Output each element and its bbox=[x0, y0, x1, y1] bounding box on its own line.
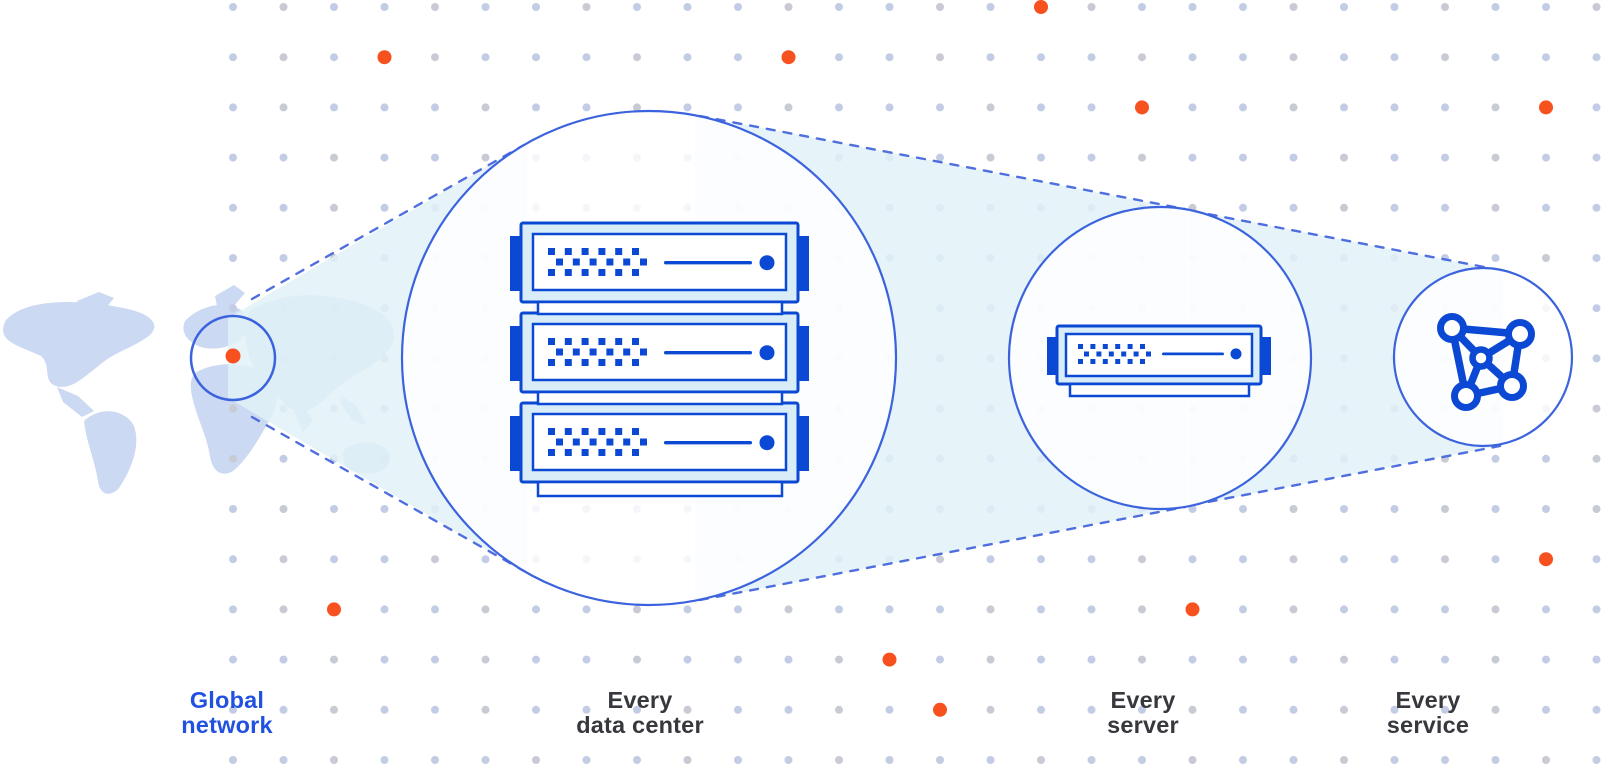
label-line: service bbox=[1386, 712, 1470, 738]
label-line: server bbox=[1107, 712, 1179, 738]
label-every-server: Every server bbox=[1107, 688, 1179, 738]
map-marker-icon bbox=[225, 348, 241, 364]
server-rack-icon bbox=[510, 221, 1271, 498]
server-tray bbox=[1068, 382, 1251, 398]
beam-dashed-lines bbox=[250, 114, 1502, 602]
label-every-service: Every service bbox=[1387, 688, 1469, 738]
label-line: Every bbox=[1395, 687, 1461, 713]
server-unit bbox=[1047, 324, 1271, 386]
server-tray bbox=[536, 480, 784, 498]
server-unit bbox=[510, 401, 809, 484]
label-line: network bbox=[181, 712, 273, 738]
label-global-network: Global network bbox=[181, 688, 273, 738]
server-tray bbox=[536, 390, 784, 406]
label-line: Global bbox=[189, 687, 265, 713]
server-unit bbox=[510, 221, 809, 304]
label-line: Every bbox=[1110, 687, 1176, 713]
network-mesh-icon bbox=[1437, 313, 1535, 411]
server-unit bbox=[510, 311, 809, 394]
label-line: Every bbox=[607, 687, 673, 713]
global-network-circle bbox=[189, 314, 277, 402]
server-tray bbox=[536, 300, 784, 316]
label-every-data-center: Every data center bbox=[576, 688, 704, 738]
label-line: data center bbox=[576, 712, 704, 738]
